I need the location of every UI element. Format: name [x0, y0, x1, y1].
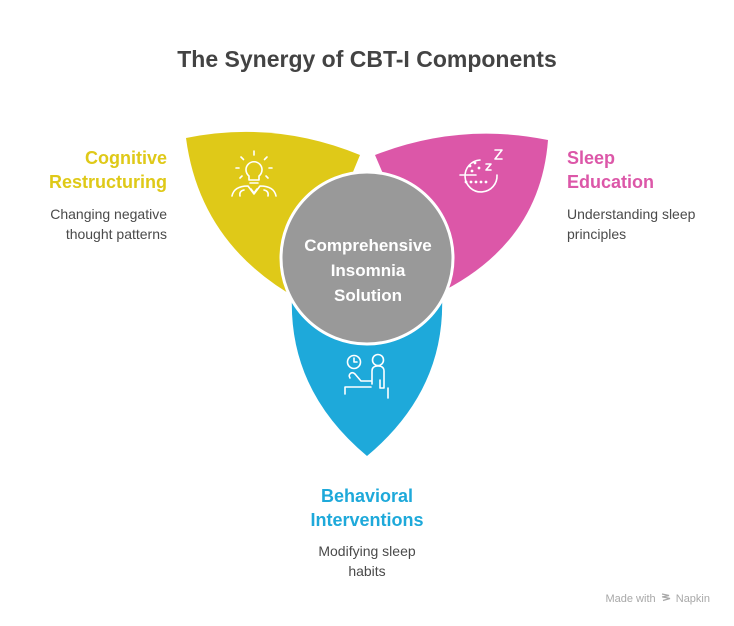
cognitive-restructuring-description: Changing negative thought patterns — [50, 204, 167, 244]
therapy-session-icon — [344, 353, 389, 399]
title-line: Behavioral — [320, 486, 414, 506]
description-line: principles — [567, 226, 627, 242]
center-label: Comprehensive Insomnia Solution — [283, 233, 453, 308]
diagram-title: The Synergy of CBT-I Components — [177, 46, 557, 72]
sleep-education-description: Understanding sleep principles — [567, 204, 695, 244]
behavioral-interventions-title: Behavioral Interventions — [267, 484, 467, 532]
title-line: Sleep — [567, 148, 616, 168]
center-circle — [279, 170, 455, 346]
footer-prefix: Made with — [605, 593, 656, 605]
center-label-line: Insomnia — [330, 261, 406, 280]
behavioral-interventions-description: Modifying sleep habits — [267, 541, 467, 581]
description-line: thought patterns — [65, 226, 167, 242]
description-line: habits — [348, 563, 386, 579]
made-with-napkin[interactable]: Made with Napkin — [605, 592, 710, 605]
sleep-zzz-icon — [459, 149, 503, 193]
lightbulb-person-icon — [231, 150, 277, 197]
center-label-line: Comprehensive — [304, 236, 432, 255]
description-line: Understanding sleep — [567, 206, 696, 222]
footer-brand: Napkin — [675, 593, 710, 605]
napkin-logo-icon — [661, 592, 671, 605]
description-line: Modifying sleep — [318, 543, 416, 559]
title-line: Interventions — [310, 510, 424, 530]
title-line: Education — [567, 172, 655, 192]
title-line: Restructuring — [48, 172, 167, 192]
description-line: Changing negative — [50, 206, 167, 222]
title-line: Cognitive — [84, 148, 167, 168]
sleep-education-title: Sleep Education — [567, 146, 654, 194]
center-label-line: Solution — [334, 286, 402, 305]
cognitive-restructuring-title: Cognitive Restructuring — [49, 146, 167, 194]
